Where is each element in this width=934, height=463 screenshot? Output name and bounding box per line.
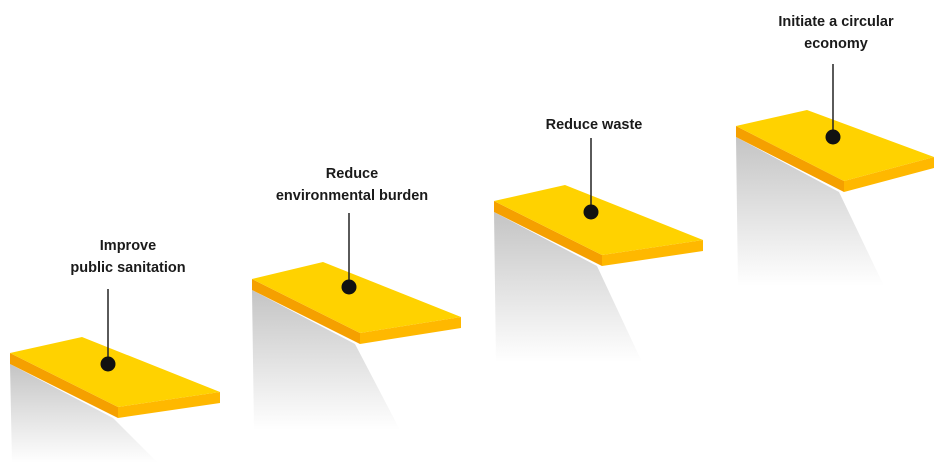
step-2-top-face	[252, 262, 461, 333]
step-4-front-face	[736, 126, 844, 192]
step-1-line2: public sanitation	[70, 260, 186, 276]
step-4-shadow	[736, 137, 884, 286]
step-3-top-face	[494, 185, 703, 255]
step-2-marker-dot	[341, 279, 357, 295]
step-4-line1: Initiate a circular	[778, 14, 894, 30]
step-label-1: Improve public sanitation	[18, 235, 238, 279]
step-label-2: Reduce environmental burden	[242, 163, 462, 207]
step-2-line1: Reduce	[325, 166, 379, 182]
step-4-line2: economy	[804, 36, 868, 52]
step-2-line2: environmental burden	[275, 188, 429, 204]
step-3-shadow	[494, 212, 642, 362]
step-2-front-face	[252, 279, 360, 344]
step-1-front-face	[10, 353, 118, 418]
step-1-side-face	[118, 392, 220, 418]
step-1-top-face	[10, 337, 220, 407]
step-3-marker-dot	[583, 204, 599, 220]
step-4-top-face	[736, 110, 934, 181]
step-1-shadow	[10, 364, 158, 463]
step-2-side-face	[360, 317, 461, 344]
step-3-side-face	[602, 240, 703, 266]
step-1-marker-dot	[100, 356, 116, 372]
step-label-4: Initiate a circular economy	[726, 11, 934, 55]
step-label-3: Reduce waste	[484, 114, 704, 136]
step-1-line1: Improve	[99, 238, 157, 254]
step-3-front-face	[494, 201, 602, 266]
step-4-marker-dot	[825, 129, 841, 145]
step-2-shadow	[252, 290, 400, 430]
step-3-line1: Reduce waste	[545, 117, 643, 133]
step-4-side-face	[844, 157, 934, 192]
